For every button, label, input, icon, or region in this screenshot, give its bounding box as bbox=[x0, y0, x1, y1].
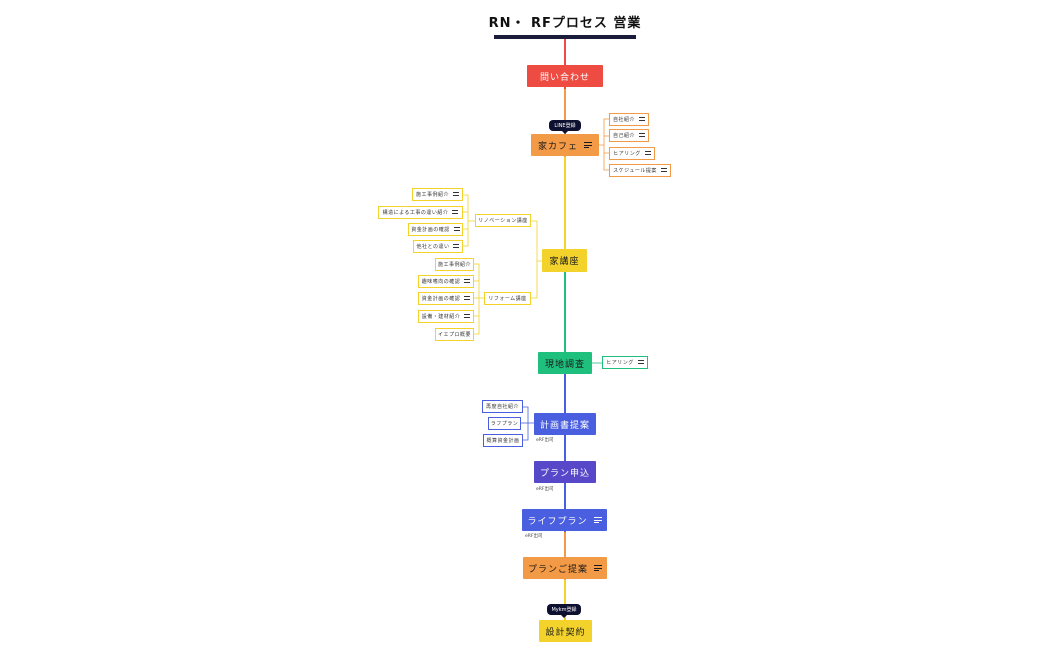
cafe-item-3[interactable]: ヒアリング bbox=[609, 147, 655, 160]
step-life-plan-label: ライフプラン bbox=[527, 516, 588, 527]
reform-item-4[interactable]: 設備・建材紹介 bbox=[418, 310, 474, 323]
spine-red bbox=[564, 39, 566, 89]
step-plan-apply-label: プラン申込 bbox=[539, 468, 590, 479]
renovation-item-2[interactable]: 構造による工事の違い紹介 bbox=[378, 206, 463, 219]
step-house-cafe[interactable]: 家カフェ bbox=[531, 134, 599, 156]
note-icon bbox=[639, 133, 645, 138]
course-renovation[interactable]: リノベーション講座 bbox=[475, 214, 531, 227]
note-icon bbox=[584, 142, 592, 148]
note-icon bbox=[453, 244, 460, 249]
step-site-survey[interactable]: 現地調査 bbox=[538, 352, 592, 374]
proposal-note: eRF出司 bbox=[536, 438, 554, 443]
note-icon bbox=[594, 565, 602, 571]
reform-item-1[interactable]: 施工事例紹介 bbox=[435, 258, 474, 271]
step-inquiry-label: 問い合わせ bbox=[539, 72, 590, 83]
spine-yellow-2 bbox=[564, 580, 566, 622]
tag-mykm: Mykm登録 bbox=[547, 604, 581, 618]
note-icon bbox=[452, 210, 459, 215]
note-icon bbox=[660, 168, 667, 173]
title-underline bbox=[494, 35, 636, 39]
apply-note: eRF出司 bbox=[536, 487, 554, 492]
note-icon bbox=[639, 117, 645, 122]
note-icon bbox=[637, 360, 644, 365]
step-plan-offer[interactable]: プランご提案 bbox=[523, 557, 607, 579]
proposal-item-2[interactable]: ラフプラン bbox=[488, 417, 521, 430]
reform-item-3[interactable]: 資金計画の確認 bbox=[418, 292, 474, 305]
course-reform[interactable]: リフォーム講座 bbox=[484, 292, 531, 305]
spine-orange-2 bbox=[564, 532, 566, 580]
survey-item-1[interactable]: ヒアリング bbox=[602, 356, 648, 369]
proposal-item-3[interactable]: 概算資金計画 bbox=[483, 434, 523, 447]
note-icon bbox=[453, 227, 460, 232]
spine-blue bbox=[564, 372, 566, 532]
note-icon bbox=[644, 151, 651, 156]
note-icon bbox=[593, 517, 602, 523]
proposal-item-1[interactable]: 再度自社紹介 bbox=[482, 400, 523, 413]
note-icon bbox=[453, 192, 459, 197]
cafe-item-2[interactable]: 自己紹介 bbox=[609, 129, 649, 142]
note-icon bbox=[464, 314, 471, 319]
spine-green bbox=[564, 272, 566, 372]
step-plan-proposal-label: 計画書提案 bbox=[539, 420, 590, 431]
step-site-survey-label: 現地調査 bbox=[544, 359, 585, 370]
step-plan-offer-label: プランご提案 bbox=[527, 564, 588, 575]
step-contract[interactable]: 設計契約 bbox=[539, 620, 592, 642]
step-house-course-label: 家講座 bbox=[549, 257, 580, 267]
tag-line: LINE登録 bbox=[549, 120, 581, 134]
note-icon bbox=[464, 279, 471, 284]
renovation-item-3[interactable]: 資金計画の確認 bbox=[408, 223, 463, 236]
reform-item-2[interactable]: 趣味嗜向の確認 bbox=[418, 275, 474, 288]
step-plan-proposal[interactable]: 計画書提案 bbox=[534, 413, 596, 435]
spine-yellow bbox=[564, 157, 566, 272]
cafe-item-1[interactable]: 自社紹介 bbox=[609, 113, 649, 126]
step-contract-label: 設計契約 bbox=[545, 627, 586, 638]
step-inquiry[interactable]: 問い合わせ bbox=[527, 65, 603, 87]
note-icon bbox=[464, 296, 471, 301]
life-note: eRF出司 bbox=[525, 534, 543, 539]
reform-item-5[interactable]: イエプロ概要 bbox=[435, 328, 474, 341]
step-house-cafe-label: 家カフェ bbox=[537, 141, 578, 152]
step-plan-apply[interactable]: プラン申込 bbox=[534, 461, 596, 483]
page-title: RN・ RFプロセス 営業 bbox=[488, 16, 642, 31]
step-life-plan[interactable]: ライフプラン bbox=[522, 509, 607, 531]
renovation-item-1[interactable]: 施工事例紹介 bbox=[412, 188, 463, 201]
step-house-course[interactable]: 家講座 bbox=[542, 249, 587, 272]
cafe-item-4[interactable]: スケジュール提案 bbox=[609, 164, 671, 177]
renovation-item-4[interactable]: 他社との違い bbox=[413, 240, 463, 253]
